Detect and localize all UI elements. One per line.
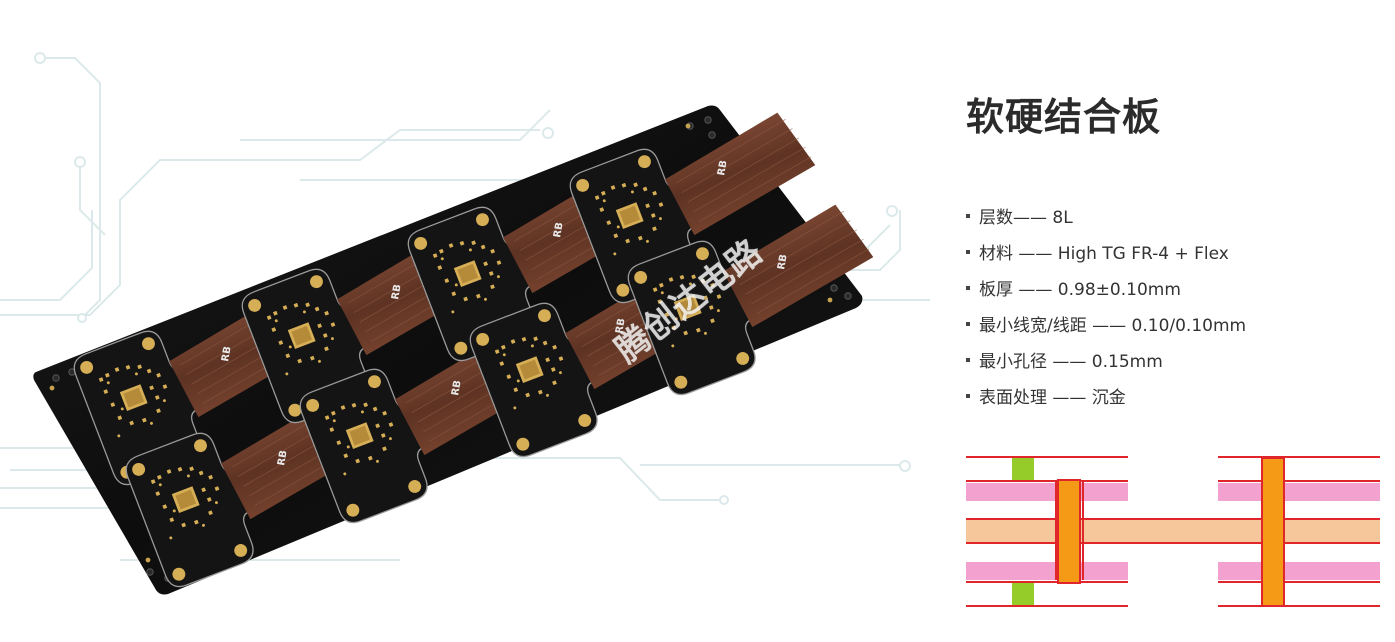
stackup-microvia (1012, 458, 1034, 480)
stackup-prepreg-layer (966, 562, 1128, 580)
spec-text: 板厚 —— 0.98±0.10mm (979, 280, 1181, 300)
bullet-icon (966, 394, 970, 398)
stackup-copper-layer (1218, 605, 1380, 607)
spec-text: 材料 —— High TG FR-4 + Flex (979, 244, 1229, 264)
spec-text: 层数—— 8L (979, 208, 1073, 228)
stackup-copper-layer (1218, 480, 1380, 482)
rb-silkscreen: RB (614, 318, 627, 335)
stackup-prepreg-layer (966, 483, 1128, 501)
rb-silkscreen: RB (220, 346, 233, 363)
rb-silkscreen: RB (552, 222, 565, 239)
rb-silkscreen: RB (716, 160, 729, 177)
spec-text: 最小线宽/线距 —— 0.10/0.10mm (979, 316, 1247, 336)
bullet-icon (966, 250, 970, 254)
spec-material: 材料 —— High TG FR-4 + Flex (966, 240, 1246, 276)
stackup-microvia (1012, 583, 1034, 605)
spec-list: 层数—— 8L 材料 —— High TG FR-4 + Flex 板厚 —— … (966, 204, 1246, 420)
stackup-plated-through-hole (1261, 457, 1285, 607)
stackup-copper-layer (966, 605, 1128, 607)
rb-silkscreen: RB (450, 380, 463, 397)
bullet-icon (966, 358, 970, 362)
stackup-copper-layer (966, 581, 1128, 583)
stackup-flex-copper (966, 518, 1380, 520)
rb-silkscreen: RB (276, 450, 289, 467)
rigid-flex-pcb-photo: RB RB RB RB RB RB RB RB (33, 92, 880, 595)
stackup-copper-layer (1218, 456, 1380, 458)
spec-min-hole: 最小孔径 —— 0.15mm (966, 348, 1246, 384)
stackup-prepreg-layer (1218, 483, 1380, 501)
spec-text: 最小孔径 —— 0.15mm (979, 352, 1163, 372)
spec-surface-finish: 表面处理 —— 沉金 (966, 384, 1246, 420)
bullet-icon (966, 322, 970, 326)
rb-silkscreen: RB (776, 254, 789, 271)
stackup-plated-through-hole (1057, 479, 1081, 584)
stackup-copper-layer (966, 480, 1128, 482)
spec-line-width-spacing: 最小线宽/线距 —— 0.10/0.10mm (966, 312, 1246, 348)
stackup-prepreg-layer (1218, 562, 1380, 580)
rb-silkscreen: RB (390, 284, 403, 301)
spec-thickness: 板厚 —— 0.98±0.10mm (966, 276, 1246, 312)
product-title: 软硬结合板 (966, 95, 1162, 139)
bullet-icon (966, 214, 970, 218)
bullet-icon (966, 286, 970, 290)
stackup-flex-core (966, 520, 1380, 542)
spec-text: 表面处理 —— 沉金 (979, 388, 1126, 408)
spec-layers: 层数—— 8L (966, 204, 1246, 240)
stackup-flex-copper (966, 542, 1380, 544)
stackup-copper-layer (1218, 581, 1380, 583)
stackup-cross-section-diagram (966, 456, 1380, 607)
stackup-copper-layer (966, 456, 1128, 458)
product-info-panel: 软硬结合板 层数—— 8L 材料 —— High TG FR-4 + Flex … (966, 92, 1386, 408)
